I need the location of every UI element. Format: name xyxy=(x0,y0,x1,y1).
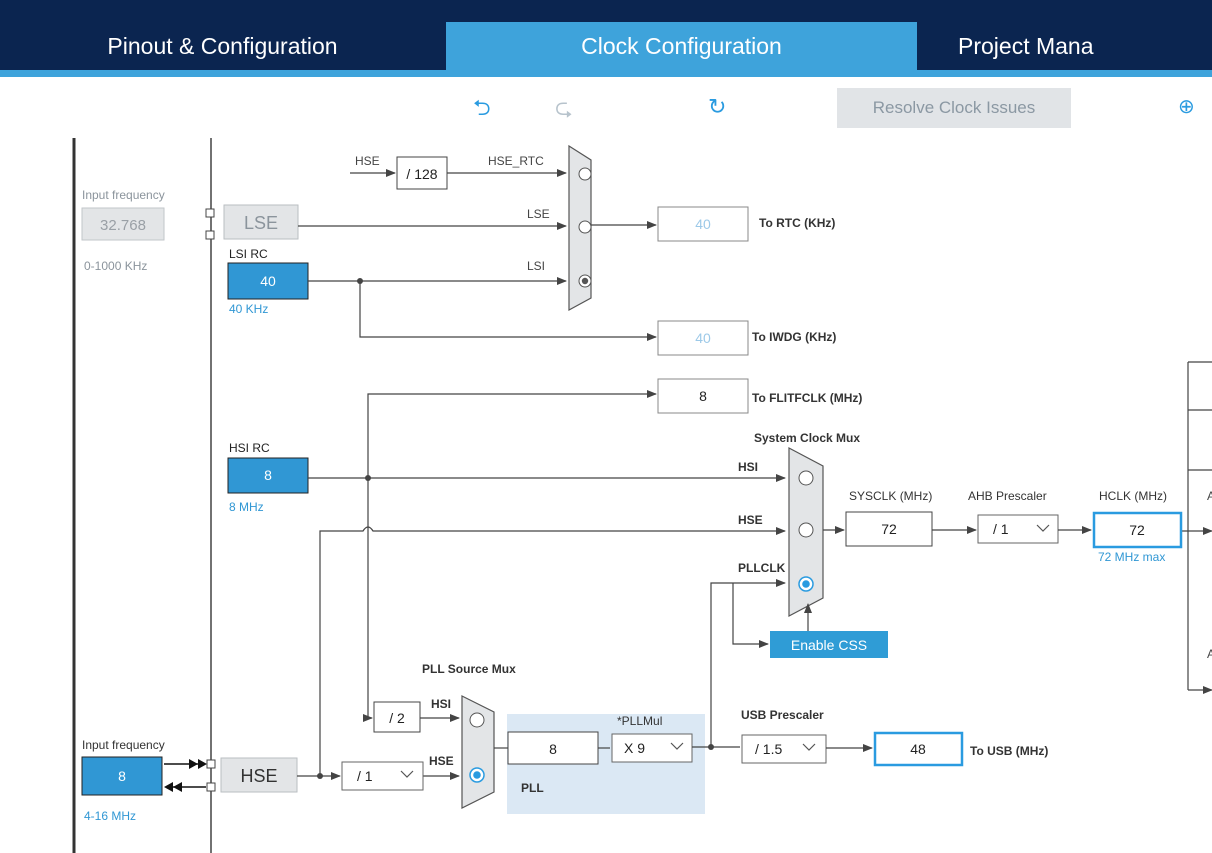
hclk-input[interactable] xyxy=(1092,511,1183,549)
undo-icon[interactable]: ⮌ xyxy=(473,95,491,120)
tab-clock-configuration[interactable]: Clock Configuration xyxy=(446,22,917,70)
pll-mul-label: *PLLMul xyxy=(617,714,662,728)
hsi-title: HSI RC xyxy=(229,441,270,455)
sysclk-value-box xyxy=(845,511,933,547)
hsi-value: 8 xyxy=(264,467,272,483)
usb-prescaler-label: USB Prescaler xyxy=(741,708,824,722)
pll-source-mux-title: PLL Source Mux xyxy=(422,662,516,676)
ahb-prescaler-select[interactable] xyxy=(977,514,1059,544)
sysclk-mux-hse-label: HSE xyxy=(738,513,763,527)
chevron-down-icon xyxy=(400,770,414,778)
chevron-down-icon xyxy=(670,742,684,750)
enable-css-label: Enable CSS xyxy=(791,637,867,653)
usb-output-box[interactable] xyxy=(873,731,964,767)
rtc-mux-lse-label: LSE xyxy=(527,207,550,221)
hse-prediv-value: / 1 xyxy=(357,768,373,784)
pll-src-hsi-label: HSI xyxy=(431,697,451,711)
hclk-max: 72 MHz max xyxy=(1098,550,1165,564)
hse-rtc-label: HSE_RTC xyxy=(488,154,544,168)
lsi-title: LSI RC xyxy=(229,247,268,261)
svg-text:A: A xyxy=(1207,489,1212,503)
rtc-output-label: To RTC (KHz) xyxy=(759,216,835,230)
sysclk-value: 72 xyxy=(881,521,897,537)
reset-icon[interactable]: ↻ xyxy=(708,94,727,119)
usb-output-value: 48 xyxy=(910,741,926,757)
hse-rtc-input-label: HSE xyxy=(355,154,380,168)
sysclk-mux-option-hse[interactable] xyxy=(798,522,814,538)
flitf-output-box xyxy=(657,378,749,414)
hse-input-caption: Input frequency xyxy=(82,738,165,752)
chevron-down-icon xyxy=(1036,524,1050,532)
pll-mul-value: X 9 xyxy=(624,740,645,756)
lse-label: LSE xyxy=(244,213,278,233)
hse-prediv-select[interactable] xyxy=(341,761,424,791)
flitf-output-value: 8 xyxy=(699,388,707,404)
rtc-mux-option-hse[interactable] xyxy=(578,167,592,181)
usb-output-label: To USB (MHz) xyxy=(970,744,1048,758)
hsi-div2-value: / 2 xyxy=(389,710,405,726)
lse-input-range: 0-1000 KHz xyxy=(84,259,147,273)
lse-oscillator xyxy=(223,204,299,240)
lse-input-caption: Input frequency xyxy=(82,188,165,202)
pll-src-hse-label: HSE xyxy=(429,754,454,768)
hse-rtc-divider-value: / 128 xyxy=(406,166,437,182)
chevron-down-icon xyxy=(802,743,816,751)
enable-css-button[interactable] xyxy=(770,631,888,658)
usb-prescaler-select[interactable] xyxy=(741,734,827,764)
pll-input-value: 8 xyxy=(549,741,557,757)
pll-label: PLL xyxy=(521,781,544,795)
hclk-label: HCLK (MHz) xyxy=(1099,489,1167,503)
top-strip xyxy=(0,0,1212,22)
hse-input-value: 8 xyxy=(118,768,126,784)
svg-text:A: A xyxy=(1207,647,1212,661)
redo-icon[interactable]: ⮎ xyxy=(555,95,573,120)
pll-input-box xyxy=(507,731,599,765)
tab-pinout-configuration[interactable]: Pinout & Configuration xyxy=(107,33,338,59)
lsi-value: 40 xyxy=(260,273,276,289)
iwdg-output-value: 40 xyxy=(695,330,711,346)
iwdg-output-label: To IWDG (KHz) xyxy=(752,330,836,344)
tab-project-manager[interactable]: Project Mana xyxy=(958,33,1094,59)
resolve-clock-issues-button[interactable]: Resolve Clock Issues xyxy=(837,88,1071,128)
hse-input-range: 4-16 MHz xyxy=(84,809,136,823)
sysclk-label: SYSCLK (MHz) xyxy=(849,489,932,503)
hse-rtc-divider xyxy=(396,156,448,190)
sysclk-mux-title: System Clock Mux xyxy=(754,431,860,445)
lse-input-field[interactable] xyxy=(81,207,165,241)
ahb-prescaler-label: AHB Prescaler xyxy=(968,489,1047,503)
tab-bar: Pinout & Configuration Clock Configurati… xyxy=(0,22,1212,70)
pll-source-mux xyxy=(461,695,495,809)
flitf-output-label: To FLITFCLK (MHz) xyxy=(752,391,862,405)
ahb-prescaler-value: / 1 xyxy=(993,521,1009,537)
rtc-output-value: 40 xyxy=(695,216,711,232)
hsi-div2-box xyxy=(373,701,421,733)
pll-src-option-hsi[interactable] xyxy=(469,712,485,728)
lsi-unit: 40 KHz xyxy=(229,302,268,316)
lse-input-value: 32.768 xyxy=(100,217,146,234)
rtc-output-box xyxy=(657,206,749,242)
sysclk-mux-hsi-label: HSI xyxy=(738,460,758,474)
hse-label: HSE xyxy=(240,766,277,786)
tab-underline xyxy=(0,70,1212,77)
usb-prescaler-value: / 1.5 xyxy=(755,741,782,757)
iwdg-output-box xyxy=(657,320,749,356)
hse-oscillator xyxy=(220,757,298,793)
sysclk-mux-option-hsi[interactable] xyxy=(798,470,814,486)
sysclk-mux-pllclk-label: PLLCLK xyxy=(738,561,786,575)
hclk-value: 72 xyxy=(1129,522,1145,538)
hsi-value-box xyxy=(227,457,309,494)
hse-input-field[interactable] xyxy=(81,756,163,796)
zoom-in-icon[interactable]: ⊕ xyxy=(1178,96,1195,118)
hsi-unit: 8 MHz xyxy=(229,500,264,514)
lsi-value-box xyxy=(227,262,309,300)
rtc-mux-lsi-label: LSI xyxy=(527,259,545,273)
rtc-mux-option-lse[interactable] xyxy=(578,220,592,234)
